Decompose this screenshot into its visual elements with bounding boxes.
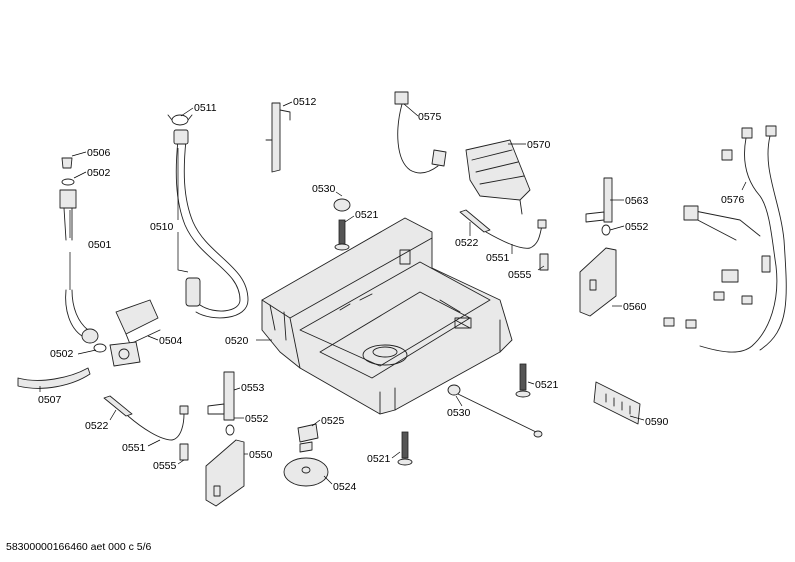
cap-0506 [61,157,73,169]
label-0560: 0560 [623,301,647,313]
disc-0524 [283,457,329,487]
screw-0521-bottom [397,431,413,466]
seal-0502-top [61,178,75,186]
label-0521-bottom: 0521 [367,453,391,465]
label-0555-top: 0555 [508,269,532,281]
screw-0521-right [515,363,531,398]
bracket-0563 [585,177,613,223]
label-0553: 0553 [241,382,265,394]
label-0502-top: 0502 [87,167,111,179]
label-0512: 0512 [293,96,317,108]
float-0530-top [333,198,351,212]
screw-0521-top [334,219,350,251]
label-0522-bottom: 0522 [85,420,109,432]
label-0521-top: 0521 [355,209,379,221]
float-cable-0530-bottom [447,384,543,438]
element-0522-top [459,209,491,233]
hose-0510 [173,129,249,319]
leader-lines [39,101,747,485]
panel-0590 [593,381,641,425]
document-footer: 58300000166460 aet 000 c 5/6 [6,541,152,553]
part-labels: 0511 0512 0575 0570 0506 0502 0501 0510 … [38,96,745,493]
label-0575: 0575 [418,111,442,123]
inlet-hose-0501 [59,189,99,344]
sensor-cable-0551-top [485,219,547,249]
clip-0555-bottom [179,443,189,461]
label-0506: 0506 [87,147,111,159]
control-module-0570 [465,139,531,215]
base-frame-0520 [261,217,513,415]
sensor-cable-0551-bottom [127,405,189,441]
label-0563: 0563 [625,195,649,207]
label-0552-top: 0552 [625,221,649,233]
label-0590: 0590 [645,416,669,428]
clip-0555-top [539,253,549,271]
label-0502-bottom: 0502 [50,348,74,360]
label-0507: 0507 [38,394,62,406]
label-0530-bottom: 0530 [447,407,471,419]
bracket-0550 [205,439,245,507]
spring-0552-top [601,224,611,236]
bracket-0553 [207,371,235,421]
label-0511: 0511 [194,102,217,114]
seal-0502-bottom [93,343,107,353]
label-0570: 0570 [527,139,551,151]
label-0530-top: 0530 [312,183,336,195]
drain-hose-0507 [17,367,91,389]
spring-0552-bottom [225,424,235,436]
cable-0575 [394,91,447,174]
label-0504: 0504 [159,335,183,347]
label-0552-bottom: 0552 [245,413,269,425]
label-0520: 0520 [225,335,249,347]
label-0576: 0576 [721,194,745,206]
valve-0504 [109,299,161,367]
element-0522-bottom [103,395,133,417]
label-0522-top: 0522 [455,237,479,249]
wiring-harness-0576 [663,125,787,353]
label-0521-right: 0521 [535,379,559,391]
bracket-0560 [579,247,617,317]
bracket-0525 [297,423,319,453]
label-0550: 0550 [249,449,273,461]
label-0524: 0524 [333,481,357,493]
bracket-0512 [265,102,291,173]
hose-clamp-0511 [167,114,193,126]
label-0510: 0510 [150,221,174,233]
label-0501: 0501 [88,239,112,251]
label-0551-top: 0551 [486,252,510,264]
label-0555-bottom: 0555 [153,460,177,472]
label-0551-bottom: 0551 [122,442,146,454]
label-0525: 0525 [321,415,345,427]
